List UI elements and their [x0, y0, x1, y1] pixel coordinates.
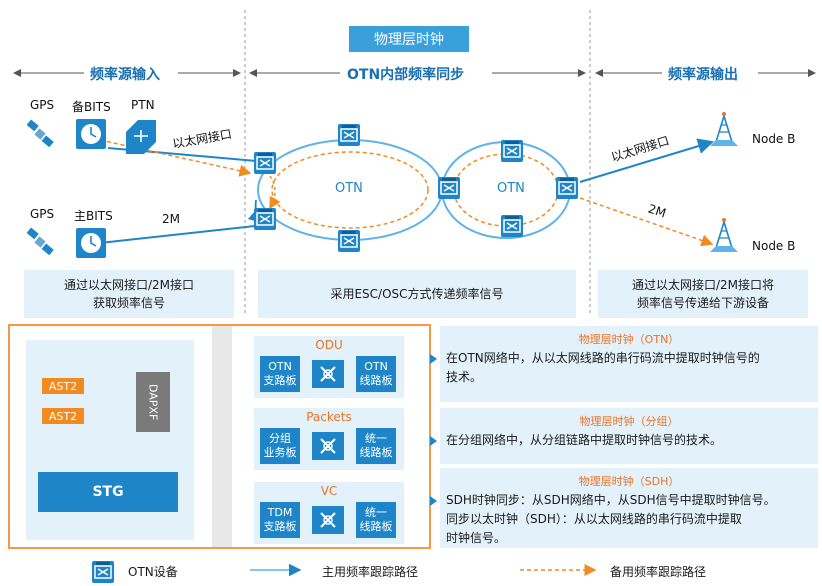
node-b-top-label: Node B — [752, 132, 796, 146]
board-card-right-line1: OTN — [364, 360, 388, 373]
clock-icon-backup-bits — [76, 119, 106, 149]
otn-device-right-edge — [555, 176, 579, 200]
board-card-right-line1: 统一 — [365, 432, 387, 445]
description-line: 在OTN网络中，从以太网线路的串行码流中提取时钟信号的 — [446, 351, 760, 365]
description-box: 物理层时钟（SDH） SDH时钟同步：从SDH网络中，从SDH信号中提取时钟信号。… — [440, 468, 818, 548]
board-card-left-line1: OTN — [268, 360, 292, 373]
description-line: 时钟信号。 — [446, 531, 507, 545]
description-line: 在分组网络中，从分组链路中提取时钟信号的技术。 — [446, 433, 723, 447]
description-title: 物理层时钟（SDH） — [578, 475, 680, 488]
info-input-line1: 通过以太网接口/2M接口 — [63, 278, 195, 292]
cross-connect-icon — [312, 432, 344, 460]
info-input-line2: 获取频率信号 — [92, 296, 165, 310]
node-b-bottom-label: Node B — [752, 239, 796, 253]
description-line: 技术。 — [446, 370, 483, 384]
board-card-left-line1: 分组 — [269, 432, 291, 445]
left-ring-inner — [271, 151, 429, 229]
clock-icon-main-bits — [76, 228, 106, 258]
info-output-line1: 通过以太网接口/2M接口将 — [631, 278, 775, 292]
board-card-right-line2: 线路板 — [359, 374, 393, 387]
description-box: 物理层时钟（分组） 在分组网络中，从分组链路中提取时钟信号的技术。 — [440, 408, 818, 464]
gps-top-label: GPS — [30, 98, 55, 112]
two-m-out-link — [579, 197, 714, 247]
board-card-left-line2: 支路板 — [263, 374, 297, 387]
description-title: 物理层时钟（分组） — [579, 415, 679, 428]
info-sync-text: 采用ESC/OSC方式传递频率信号 — [330, 287, 504, 301]
panel-divider — [212, 326, 232, 547]
cross-connect-icon — [312, 360, 344, 388]
description-title: 物理层时钟（OTN） — [578, 333, 680, 346]
section-input-label: 频率源输入 — [90, 67, 160, 83]
ptn-label: PTN — [131, 98, 155, 112]
left-drop-arrow-backup — [269, 175, 281, 210]
eth-out-link — [579, 138, 714, 183]
page-title: 物理层时钟 — [349, 26, 469, 52]
bits-backup-link — [99, 139, 252, 177]
left-ring-label: OTN — [335, 181, 363, 196]
two-m-in-link — [99, 225, 256, 244]
description-pointer-icon — [430, 496, 437, 506]
legend-device-label: OTN设备 — [128, 565, 178, 579]
section-output-label: 频率源输出 — [668, 67, 738, 83]
board-card-right: 统一线路板 — [356, 428, 396, 464]
description-line: SDH时钟同步：从SDH网络中，从SDH信号中提取时钟信号。 — [446, 493, 776, 507]
otn-device-left-top — [253, 151, 277, 175]
board-card-right-line2: 线路板 — [359, 446, 393, 459]
ast-bottom-chip: AST2 — [42, 408, 84, 424]
otn-device-right-bottom — [500, 214, 524, 238]
dapxf-chip: DAPXF — [136, 372, 170, 432]
section-sync-label: OTN内部频率同步 — [347, 67, 465, 83]
board-card-right-line1: 统一 — [365, 506, 387, 519]
legend-otn-device-icon — [91, 560, 115, 584]
board-card-left: 分组业务板 — [260, 428, 300, 464]
board-card-left-line2: 支路板 — [263, 520, 297, 533]
gps-bottom-label: GPS — [30, 207, 55, 221]
otn-device-top-middle — [337, 123, 361, 147]
backup-bits-label: 备BITS — [72, 100, 111, 114]
board-card-right-line2: 线路板 — [359, 520, 393, 533]
info-box-output: 通过以太网接口/2M接口将 频率信号传递给下游设备 — [598, 270, 808, 318]
otn-device-left-bottom — [253, 207, 277, 231]
info-box-sync: 采用ESC/OSC方式传递频率信号 — [258, 270, 576, 318]
board-group-title: Packets — [306, 410, 352, 424]
cross-connect-icon — [312, 506, 344, 534]
info-box-input: 通过以太网接口/2M接口 获取频率信号 — [24, 270, 234, 318]
board-card-left-line2: 业务板 — [263, 446, 297, 459]
description-line: 同步以太时钟（SDH）：从以太网线路的串行码流中提取 — [446, 512, 742, 526]
right-ring-label: OTN — [497, 181, 525, 196]
description-pointer-icon — [430, 436, 437, 446]
legend-main-label: 主用频率跟踪路径 — [322, 565, 419, 579]
main-bits-label: 主BITS — [74, 209, 113, 223]
tower-icon-top — [709, 111, 739, 147]
otn-device-center — [437, 176, 461, 200]
two-m-in-label: 2M — [162, 212, 180, 226]
board-card-left-line1: TDM — [267, 506, 293, 519]
ast-top-chip: AST2 — [42, 378, 84, 394]
board-group-title: VC — [320, 484, 338, 498]
info-output-line2: 频率信号传递给下游设备 — [636, 296, 769, 310]
satellite-icon-bottom — [26, 227, 54, 256]
legend-backup-label: 备用频率跟踪路径 — [610, 565, 707, 579]
otn-device-right-top — [500, 139, 524, 163]
otn-device-bottom-middle — [337, 229, 361, 253]
ptn-router-icon — [126, 120, 156, 154]
satellite-icon-top — [26, 119, 54, 148]
board-group-title: ODU — [315, 338, 343, 352]
tower-icon-bottom — [709, 217, 739, 253]
description-pointer-icon — [430, 354, 437, 364]
stg-chip: STG — [38, 472, 178, 512]
board-card-right: 统一线路板 — [356, 502, 396, 538]
description-box: 物理层时钟（OTN） 在OTN网络中，从以太网线路的串行码流中提取时钟信号的技术。 — [440, 326, 818, 402]
